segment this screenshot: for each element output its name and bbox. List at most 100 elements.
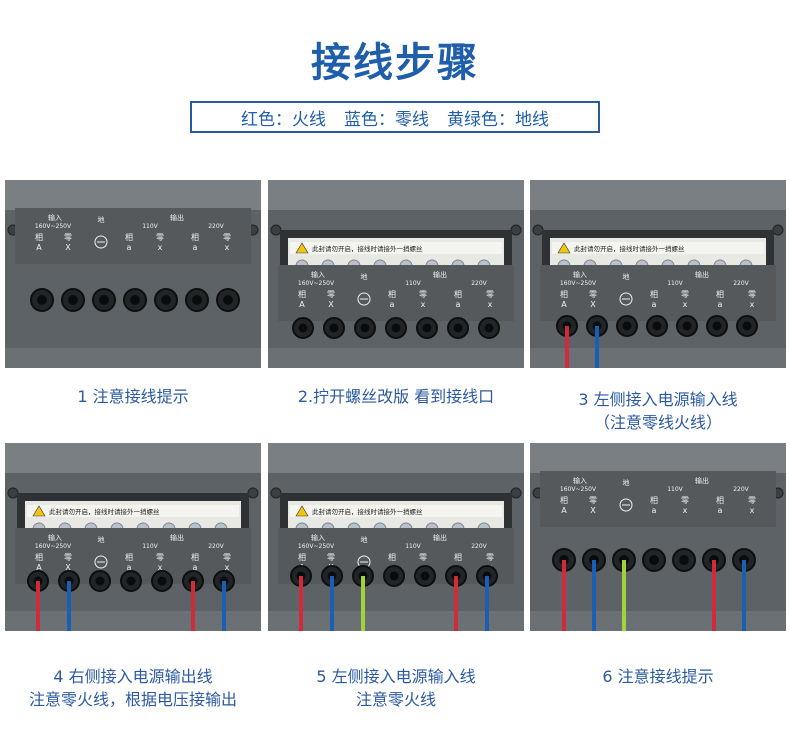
ground-symbol-icon: [94, 235, 108, 249]
plate-input-range: 160V~250V: [35, 543, 72, 550]
socket-hole: [712, 321, 722, 331]
plate-column-label: 相: [454, 552, 462, 562]
ground-symbol-icon: [619, 498, 633, 512]
plate-column-code: a: [193, 563, 198, 572]
plate-column-label: 相: [716, 289, 724, 299]
plate-column-label: 零: [327, 553, 335, 562]
socket-hole: [649, 555, 659, 565]
plate-column-label: 零: [589, 290, 597, 299]
plate-input-label: 输入: [48, 213, 62, 222]
housing-top: [530, 443, 786, 473]
socket-hole: [329, 323, 339, 333]
plate-ground-label: 地: [98, 215, 105, 224]
plate-input-label: 输入: [311, 270, 325, 279]
warning-strip: [552, 242, 764, 254]
plate-column-label: 零: [419, 290, 427, 299]
plate-column-code: a: [718, 300, 723, 309]
plate-input-range: 160V~250V: [560, 280, 597, 287]
plate-column-code: x: [750, 506, 755, 515]
plate-column-code: X: [590, 506, 596, 515]
plate-input-range: 160V~250V: [298, 280, 335, 287]
plate-110v-label: 110V: [667, 486, 683, 493]
wire-color-legend: 红色：火线 蓝色：零线 黄绿色：地线: [190, 101, 600, 133]
screw-icon: [772, 224, 784, 236]
plate-column-label: 相: [35, 552, 43, 562]
socket-hole: [422, 323, 432, 333]
plate-column-label: 零: [748, 496, 756, 505]
socket-hole: [95, 576, 105, 586]
neutral-wire: [67, 581, 71, 631]
plate-input-range: 160V~250V: [35, 223, 72, 230]
socket-hole: [126, 576, 136, 586]
socket-hole: [223, 295, 233, 305]
plate-column-code: x: [683, 300, 688, 309]
housing-bottom: [5, 348, 261, 368]
plate-220v-label: 220V: [471, 543, 487, 550]
live-wire: [299, 576, 303, 631]
plate-column-label: 相: [650, 495, 658, 505]
plate-column-code: X: [65, 243, 71, 252]
plate-column-label: 相: [454, 289, 462, 299]
plate-column-label: 相: [388, 289, 396, 299]
plate-110v-label: 110V: [142, 223, 158, 230]
plate-column-label: 零: [486, 290, 494, 299]
plate-column-label: 零: [748, 290, 756, 299]
neutral-wire: [330, 576, 334, 631]
plate-220v-label: 220V: [208, 223, 224, 230]
earth-wire: [622, 560, 626, 631]
plate-column-label: 零: [223, 233, 231, 242]
socket-hole: [360, 323, 370, 333]
plate-column-label: 相: [650, 289, 658, 299]
plate-column-code: a: [390, 300, 395, 309]
plate-column-code: A: [36, 563, 42, 572]
plate-column-code: X: [65, 563, 71, 572]
plate-column-label: 零: [64, 233, 72, 242]
plate-column-label: 相: [35, 232, 43, 242]
housing-bottom: [530, 611, 786, 631]
plate-input-label: 输入: [311, 533, 325, 542]
plate-input-label: 输入: [573, 270, 587, 279]
socket-hole: [389, 571, 399, 581]
screw-icon: [247, 487, 259, 499]
plate-110v-label: 110V: [142, 543, 158, 550]
socket-hole: [192, 295, 202, 305]
plate-output-label: 输出: [433, 533, 447, 542]
plate-output-label: 输出: [695, 476, 709, 485]
plate-column-code: A: [561, 300, 567, 309]
plate-column-label: 相: [560, 495, 568, 505]
neutral-wire: [485, 576, 489, 631]
step4-caption: 4 右侧接入电源输出线 注意零火线，根据电压接输出: [2, 665, 264, 711]
socket-hole: [682, 321, 692, 331]
step5-caption-line1: 5 左侧接入电源输入线: [316, 667, 476, 686]
plate-column-label: 相: [125, 552, 133, 562]
plate-output-label: 输出: [695, 270, 709, 279]
plate-column-code: x: [421, 300, 426, 309]
plate-column-code: A: [561, 506, 567, 515]
plate-column-label: 零: [156, 553, 164, 562]
plate-output-label: 输出: [433, 270, 447, 279]
plate-ground-label: 地: [623, 478, 630, 487]
warning-icon: [295, 242, 309, 254]
screw-icon: [270, 487, 282, 499]
ground-symbol-icon: [357, 292, 371, 306]
screw-icon: [510, 487, 522, 499]
warning-label: 此封请勿开启，接线时请接外一捎螺丝: [49, 507, 160, 516]
plate-110v-label: 110V: [405, 280, 421, 287]
housing-bottom: [530, 348, 786, 368]
plate-220v-label: 220V: [733, 280, 749, 287]
step3-caption: 3 左侧接入电源输入线 （注意零线火线）: [527, 388, 789, 434]
legend-yellow-green-earth: 黄绿色：地线: [447, 109, 549, 130]
plate-110v-label: 110V: [405, 543, 421, 550]
neutral-wire: [592, 560, 596, 631]
plate-column-code: x: [158, 563, 163, 572]
live-wire: [565, 326, 569, 368]
socket-hole: [622, 321, 632, 331]
plate-column-code: a: [127, 563, 132, 572]
step6-caption: 6 注意接线提示: [527, 665, 789, 688]
